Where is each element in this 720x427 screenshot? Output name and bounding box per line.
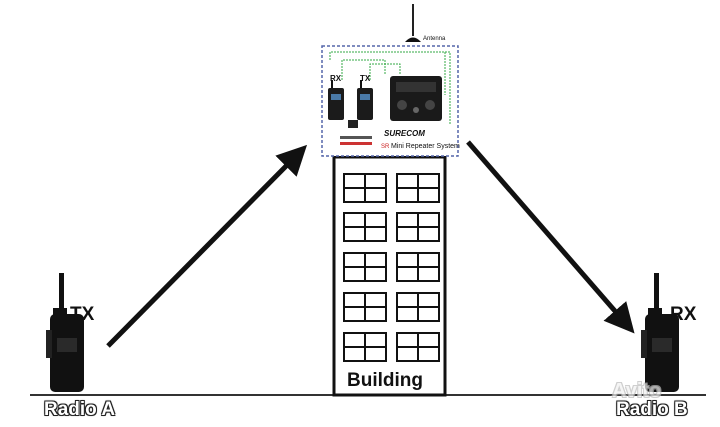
- box-tx-radio-icon: [357, 80, 373, 120]
- radio-a-icon: [46, 273, 84, 392]
- box-rx-label: RX: [330, 74, 342, 83]
- radio-b-icon: [641, 273, 679, 392]
- radio-a-label: Radio A: [44, 399, 116, 420]
- system-mark-label: SR: [381, 144, 390, 150]
- right-rx-label: RX: [670, 304, 697, 325]
- box-tx-label: TX: [360, 74, 371, 83]
- watermark: Avito: [612, 380, 662, 402]
- building-label: Building: [347, 370, 423, 391]
- cable-wiring: [329, 51, 451, 125]
- building: [332, 155, 447, 397]
- duplexer-unit-icon: [390, 76, 442, 121]
- arrow-uplink: [106, 144, 308, 348]
- building-windows: [343, 173, 440, 362]
- antenna-label: Antenna: [423, 36, 446, 42]
- cable-bundle-icon: [340, 142, 372, 145]
- arrow-downlink: [466, 140, 635, 334]
- left-tx-label: TX: [70, 304, 95, 325]
- system-name-label: Mini Repeater System: [391, 143, 460, 150]
- cable-bundle-icon: [340, 136, 372, 139]
- box-rx-radio-icon: [328, 80, 344, 120]
- repeater-box: [321, 45, 459, 157]
- radio-b-label: Radio B: [616, 399, 688, 420]
- brand-logo: SURECOM: [384, 129, 425, 138]
- controller-card-icon: [348, 120, 358, 128]
- rooftop-antenna: [405, 4, 421, 42]
